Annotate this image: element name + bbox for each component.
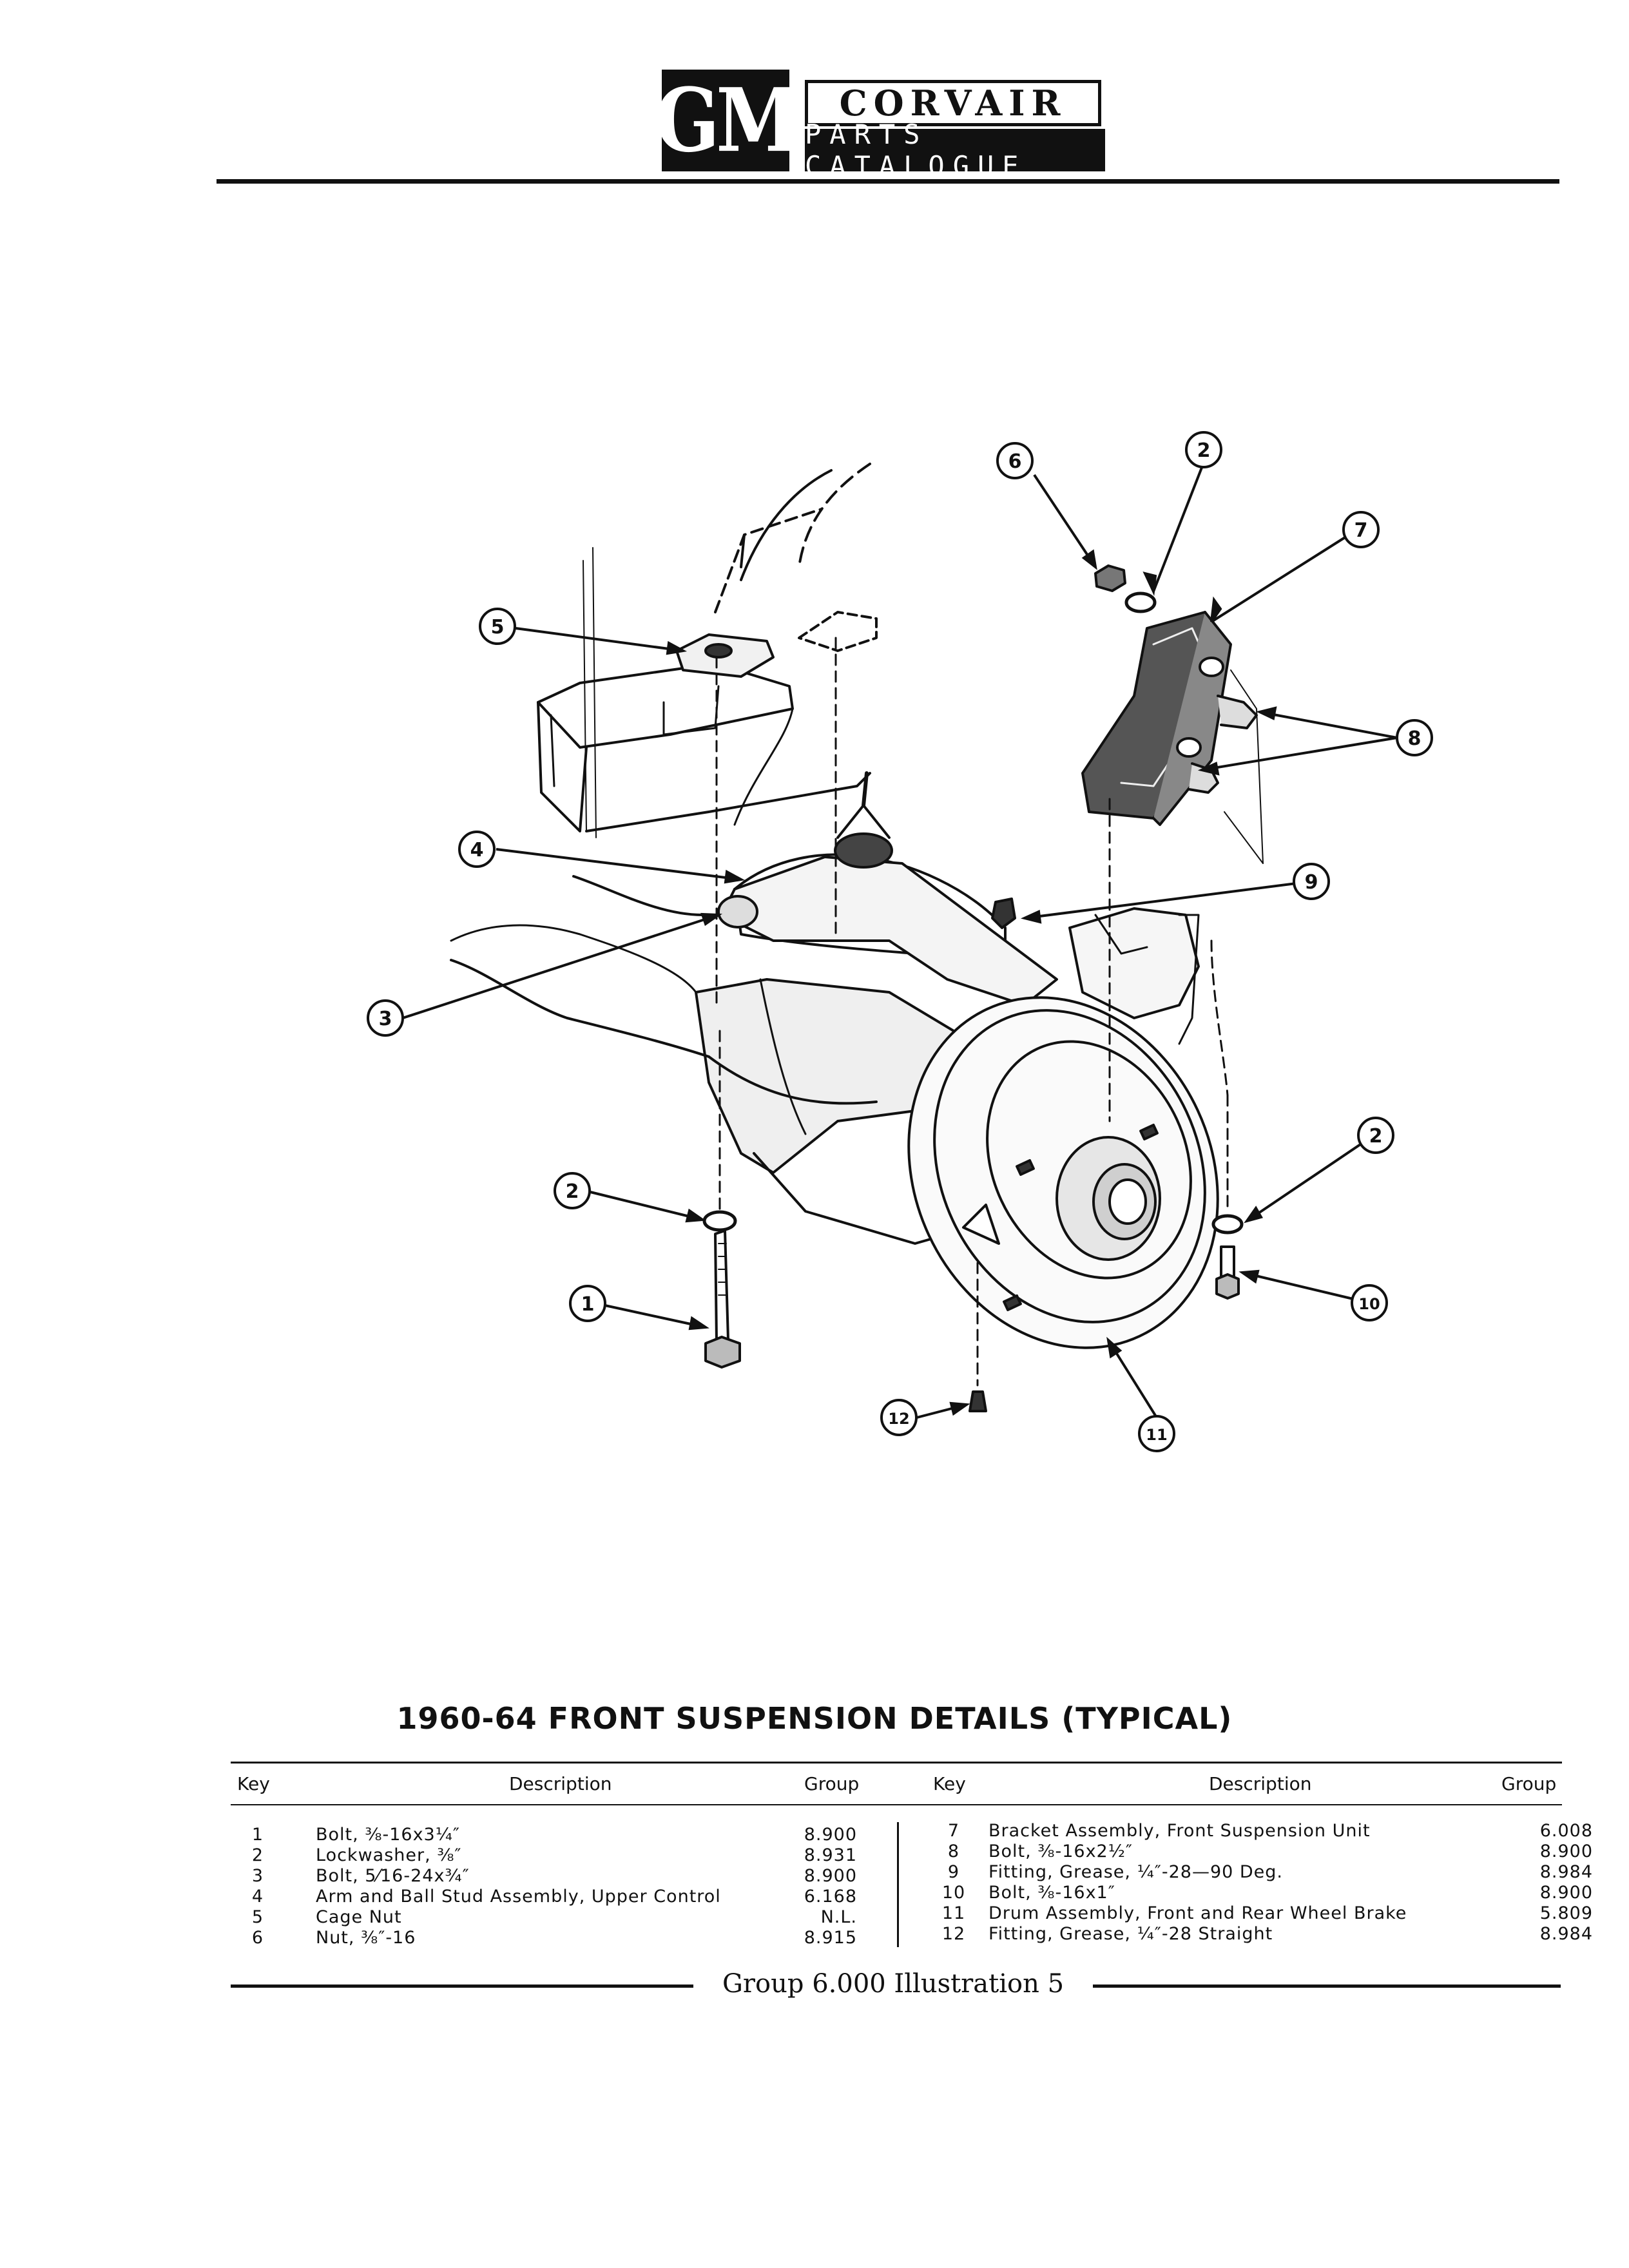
svg-text:12: 12	[888, 1410, 909, 1428]
row-key: 10	[941, 1883, 966, 1903]
row-description: Bolt, ⅜-16x2½″	[988, 1841, 1133, 1861]
callout-8: 8	[1396, 719, 1433, 756]
row-key: 12	[941, 1924, 966, 1944]
row-description: Nut, ⅜″-16	[316, 1928, 416, 1948]
catalogue-header-logo: GM CORVAIR PARTS CATALOGUE	[655, 70, 1105, 182]
callout-2-left: 2	[554, 1172, 591, 1209]
suspension-drawing	[450, 463, 1264, 1412]
row-group: N.L.	[820, 1907, 857, 1927]
callout-11: 11	[1138, 1415, 1175, 1452]
row-description: Bolt, 5⁄16-24x¾″	[316, 1866, 470, 1886]
svg-text:2: 2	[1369, 1125, 1383, 1148]
callout-leaders	[402, 462, 1398, 1419]
header-group-left: Group	[804, 1773, 860, 1794]
catalogue-label-box: PARTS CATALOGUE	[805, 119, 1105, 182]
brake-drum-drawing	[907, 996, 1219, 1349]
row-key: 8	[947, 1841, 960, 1861]
row-key: 2	[251, 1845, 264, 1865]
callout-3: 3	[367, 999, 404, 1037]
knuckle-assembly-drawing	[450, 875, 1200, 1245]
svg-text:2: 2	[566, 1180, 579, 1203]
row-key: 1	[251, 1825, 264, 1845]
header-description-right: Description	[1209, 1773, 1312, 1794]
header-rule	[217, 179, 1559, 184]
row-description: Lockwasher, ⅜″	[316, 1845, 462, 1865]
callout-10: 10	[1351, 1284, 1388, 1321]
body-frame-outline	[537, 463, 878, 838]
footer-rule-left	[231, 1984, 693, 1988]
fastener-drawings	[702, 564, 1258, 1412]
assembly-centerlines	[715, 637, 1229, 1387]
row-group: 6.008	[1539, 1821, 1593, 1841]
callout-2-right: 2	[1357, 1117, 1394, 1154]
brand-label: CORVAIR	[839, 82, 1067, 124]
catalogue-label: PARTS CATALOGUE	[805, 119, 1027, 182]
callout-2-top: 2	[1185, 431, 1222, 468]
row-description: Arm and Ball Stud Assembly, Upper Contro…	[316, 1887, 721, 1907]
callout-1: 1	[569, 1285, 606, 1322]
row-group: 8.984	[1539, 1862, 1593, 1882]
row-key: 6	[251, 1928, 264, 1948]
exploded-view-illustration: 6 2 7 5 8 4 9 3 2 2 10 1 12 11	[367, 431, 1433, 1452]
row-key: 5	[251, 1907, 264, 1927]
svg-text:5: 5	[491, 616, 505, 639]
row-key: 7	[947, 1821, 960, 1841]
callout-7: 7	[1342, 511, 1380, 548]
header-group-right: Group	[1501, 1773, 1557, 1794]
row-description: Bracket Assembly, Front Suspension Unit	[988, 1821, 1371, 1841]
upper-control-arm-drawing	[717, 771, 1058, 1006]
svg-text:4: 4	[470, 839, 484, 861]
svg-text:2: 2	[1197, 439, 1211, 462]
bracket-assembly-drawing	[1081, 611, 1264, 864]
callout-5: 5	[479, 608, 516, 645]
row-group: 8.915	[804, 1928, 857, 1948]
footer-illustration-reference: Group 6.000 Illustration 5	[722, 1969, 1065, 1999]
gm-logo: GM	[655, 70, 800, 171]
row-group: 8.900	[1539, 1841, 1593, 1861]
row-group: 5.809	[1539, 1903, 1593, 1923]
svg-text:7: 7	[1354, 519, 1368, 542]
header-key-right: Key	[933, 1773, 966, 1794]
svg-text:9: 9	[1305, 871, 1318, 894]
row-key: 3	[251, 1866, 264, 1886]
row-key: 4	[251, 1887, 264, 1907]
row-group: 8.900	[804, 1825, 857, 1845]
svg-text:8: 8	[1408, 727, 1422, 750]
row-description: Bolt, ⅜-16x3¼″	[316, 1825, 460, 1845]
callout-9: 9	[1293, 863, 1330, 900]
gm-logo-text: GM	[655, 68, 800, 172]
row-group: 8.931	[804, 1845, 857, 1865]
svg-text:6: 6	[1008, 450, 1022, 473]
column-divider	[897, 1822, 899, 1947]
cage-nut-drawing	[675, 633, 775, 678]
table-top-rule	[231, 1762, 1562, 1763]
row-key: 9	[947, 1862, 960, 1882]
svg-text:3: 3	[379, 1008, 392, 1030]
row-group: 8.900	[804, 1866, 857, 1886]
figure-title: 1960-64 FRONT SUSPENSION DETAILS (TYPICA…	[396, 1701, 1233, 1736]
header-description-left: Description	[509, 1773, 612, 1794]
row-key: 11	[941, 1903, 966, 1923]
brand-label-box: CORVAIR	[805, 80, 1101, 126]
footer-rule-right	[1093, 1984, 1561, 1988]
header-key-left: Key	[237, 1773, 270, 1794]
table-header-rule	[231, 1804, 1562, 1805]
row-description: Fitting, Grease, ¼″-28—90 Deg.	[988, 1862, 1284, 1882]
row-group: 8.900	[1539, 1883, 1593, 1903]
callout-6: 6	[996, 442, 1034, 479]
callout-12: 12	[880, 1399, 918, 1436]
row-group: 8.984	[1539, 1924, 1593, 1944]
row-description: Cage Nut	[316, 1907, 402, 1927]
row-description: Bolt, ⅜-16x1″	[988, 1883, 1115, 1903]
svg-text:1: 1	[581, 1293, 595, 1316]
row-description: Drum Assembly, Front and Rear Wheel Brak…	[988, 1903, 1407, 1923]
row-group: 6.168	[804, 1887, 857, 1907]
svg-text:11: 11	[1146, 1426, 1167, 1444]
svg-text:10: 10	[1358, 1295, 1380, 1313]
callout-4: 4	[458, 831, 496, 868]
row-description: Fitting, Grease, ¼″-28 Straight	[988, 1924, 1273, 1944]
